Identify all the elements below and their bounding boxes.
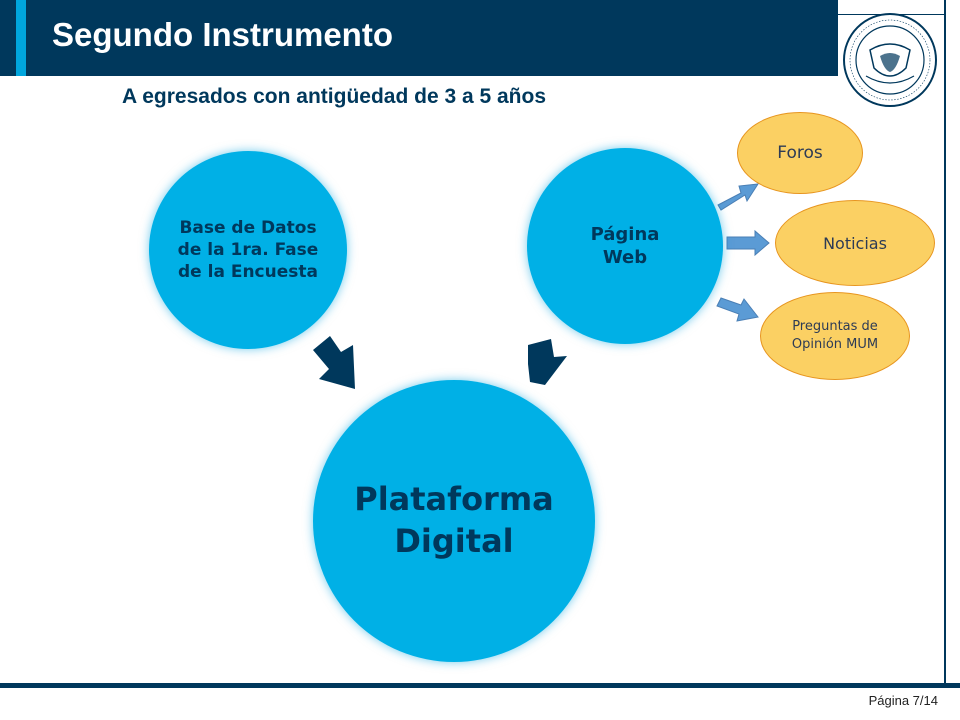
frame-line-right <box>944 0 946 685</box>
node-noticias-label: Noticias <box>823 233 887 253</box>
arrow-web-to-foros <box>717 183 759 211</box>
node-base-de-datos: Base de Datos de la 1ra. Fase de la Encu… <box>149 151 347 349</box>
node-plataforma-digital-label: Plataforma Digital <box>354 480 554 560</box>
node-plataforma-digital: Plataforma Digital <box>313 380 595 662</box>
arrow-database-to-platform <box>313 336 355 389</box>
node-pagina-web-label: Página Web <box>590 223 660 268</box>
university-seal-logo <box>843 13 937 107</box>
node-base-de-datos-label: Base de Datos de la 1ra. Fase de la Encu… <box>177 217 319 283</box>
node-foros-label: Foros <box>777 143 823 163</box>
node-preguntas: Preguntas de Opinión MUM <box>760 292 910 380</box>
footer-bar <box>0 683 960 688</box>
arrow-web-to-preguntas <box>716 297 759 322</box>
header-bar <box>0 0 838 76</box>
node-foros: Foros <box>737 112 863 194</box>
node-preguntas-label: Preguntas de Opinión MUM <box>791 318 879 352</box>
slide-title: Segundo Instrumento <box>52 16 393 53</box>
node-noticias: Noticias <box>775 200 935 286</box>
node-pagina-web: Página Web <box>527 148 723 344</box>
header-accent <box>16 0 26 76</box>
arrow-web-to-platform <box>528 339 567 385</box>
page-number: Página 7/14 <box>868 693 938 708</box>
arrow-web-to-noticias <box>726 229 770 257</box>
slide-subtitle: A egresados con antigüedad de 3 a 5 años <box>122 85 547 108</box>
